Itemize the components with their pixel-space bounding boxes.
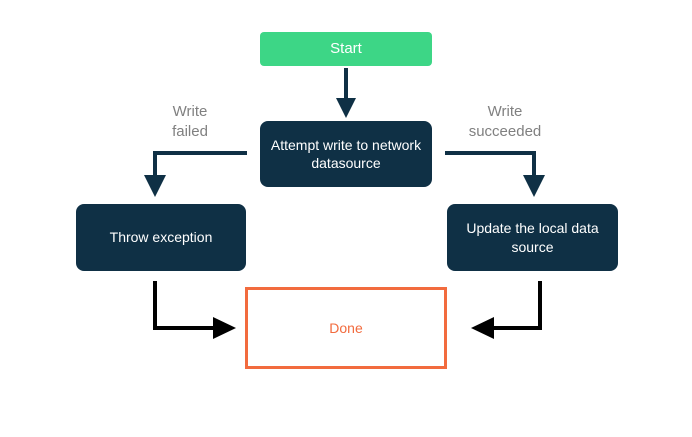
edge-attempt-to-throw: [144, 151, 247, 197]
node-done-label: Done: [329, 319, 363, 336]
edge-label-write-succeeded: Write succeeded: [440, 102, 570, 141]
edge-label-write-succeeded-line2: succeeded: [468, 122, 542, 140]
edge-label-write-failed-line1: Write: [172, 103, 208, 120]
node-update-local-data-source[interactable]: Update the local data source: [447, 204, 618, 271]
edge-attempt-to-update: [445, 151, 545, 197]
node-throw-exception-label: Throw exception: [109, 229, 213, 246]
edge-label-write-succeeded-line1: Write: [487, 103, 523, 120]
edge-label-write-failed: Write failed: [140, 102, 240, 141]
node-done[interactable]: Done: [245, 287, 447, 369]
node-throw-exception[interactable]: Throw exception: [76, 204, 246, 271]
edge-label-write-failed-line2: failed: [172, 122, 208, 140]
node-update-local-data-source-label: Update the local data source: [466, 220, 599, 255]
node-attempt-write-label: Attempt write to network datasource: [270, 136, 422, 171]
edge-throw-to-done: [153, 281, 236, 339]
node-start-label: Start: [330, 40, 362, 58]
edge-update-to-done: [471, 281, 542, 339]
node-start[interactable]: Start: [260, 32, 432, 66]
node-attempt-write[interactable]: Attempt write to network datasource: [260, 121, 432, 187]
edge-start-to-attempt: [336, 68, 356, 118]
